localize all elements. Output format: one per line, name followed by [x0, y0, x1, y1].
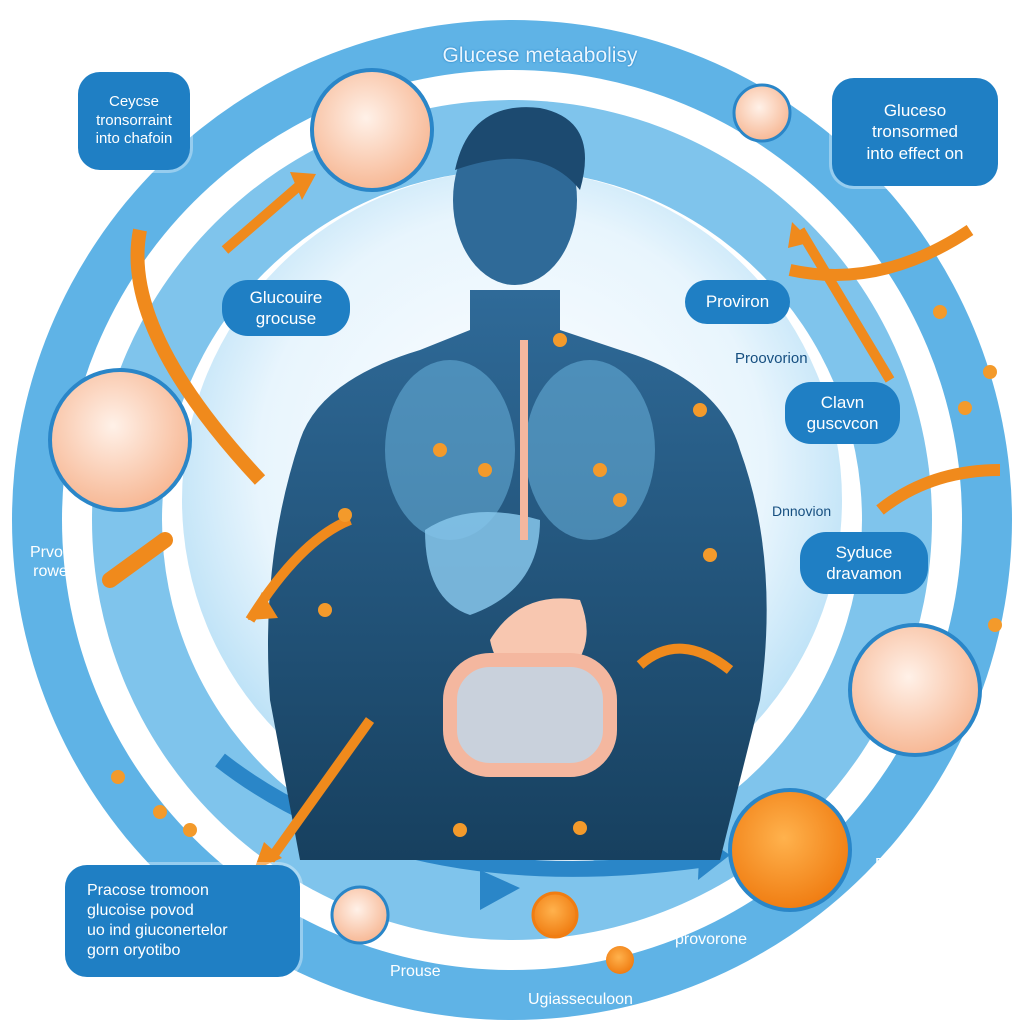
- label-text-right-1: Proovorion: [735, 350, 808, 367]
- label-line: guscvcon: [806, 414, 879, 433]
- label-text-bottom-3: provorone: [675, 931, 748, 948]
- label-pill-right-1: Proviron: [685, 280, 790, 324]
- label-box-top-left: Ceycse tronsorraint into chafoin: [78, 72, 190, 170]
- label-line: into cellis: [875, 913, 941, 931]
- label-line: into chafoin: [95, 130, 173, 148]
- label-line: glucoise povod: [87, 902, 194, 919]
- cell-top-right-small: [732, 83, 792, 143]
- label-line: Ceycse: [108, 92, 160, 110]
- label-pill-left: Glucouire grocuse: [222, 280, 350, 336]
- label-line: grocuse: [255, 309, 317, 328]
- label-text-right-2: Dnnovion: [772, 503, 832, 519]
- label-line: into effect on: [866, 143, 964, 163]
- cell-bottom-right: [728, 788, 852, 912]
- label-pill-right-3: Syduce dravamon: [800, 532, 928, 594]
- cell-bottom-small: [330, 885, 390, 945]
- label-line: into Ileels: [875, 894, 943, 912]
- label-line: dravamon: [826, 564, 902, 583]
- label-line: Pracose tromoon: [87, 882, 209, 899]
- label-line: rower: [33, 563, 74, 581]
- page-title: Glucese metaabolisy: [442, 44, 638, 67]
- label-text-bottom-2: Ugiasseculoon: [528, 991, 633, 1008]
- glucose-molecules: [111, 305, 1002, 837]
- label-line: uo ind giuconertelor: [87, 922, 228, 939]
- liver: [425, 512, 540, 615]
- label-line: Proviron: [705, 292, 770, 312]
- label-line: tronsormed: [872, 122, 958, 142]
- label-line: Syduce: [835, 542, 893, 562]
- label-line: Clavn: [820, 392, 865, 412]
- cell-left: [48, 368, 192, 512]
- label-box-top-right: Gluceso tronsormed into effect on: [832, 78, 998, 186]
- human-body: [268, 107, 767, 860]
- label-text-bottom-right: Pilolivo puocamed into Ileels into celli…: [875, 855, 950, 932]
- label-line: Pilolivo: [875, 856, 926, 873]
- label-line: Glucouire: [249, 287, 323, 307]
- label-line: puocamed: [875, 875, 950, 893]
- label-pill-right-2: Clavn guscvcon: [785, 382, 900, 444]
- lung-right: [525, 360, 655, 540]
- label-line: Gluceso: [883, 101, 947, 121]
- label-text-bottom-1: Prouse: [390, 963, 441, 980]
- label-text-left: Prvom rower: [30, 543, 76, 581]
- lung-left: [385, 360, 515, 540]
- label-line: Prvom: [30, 544, 77, 561]
- intestines: [443, 653, 617, 777]
- label-box-bottom-left: Pracose tromoon glucoise povod uo ind gi…: [65, 865, 300, 977]
- cell-top-left: [310, 68, 434, 192]
- label-line: gorn oryotibo: [87, 942, 181, 959]
- cell-right: [848, 623, 982, 757]
- label-line: tronsorraint: [96, 111, 172, 129]
